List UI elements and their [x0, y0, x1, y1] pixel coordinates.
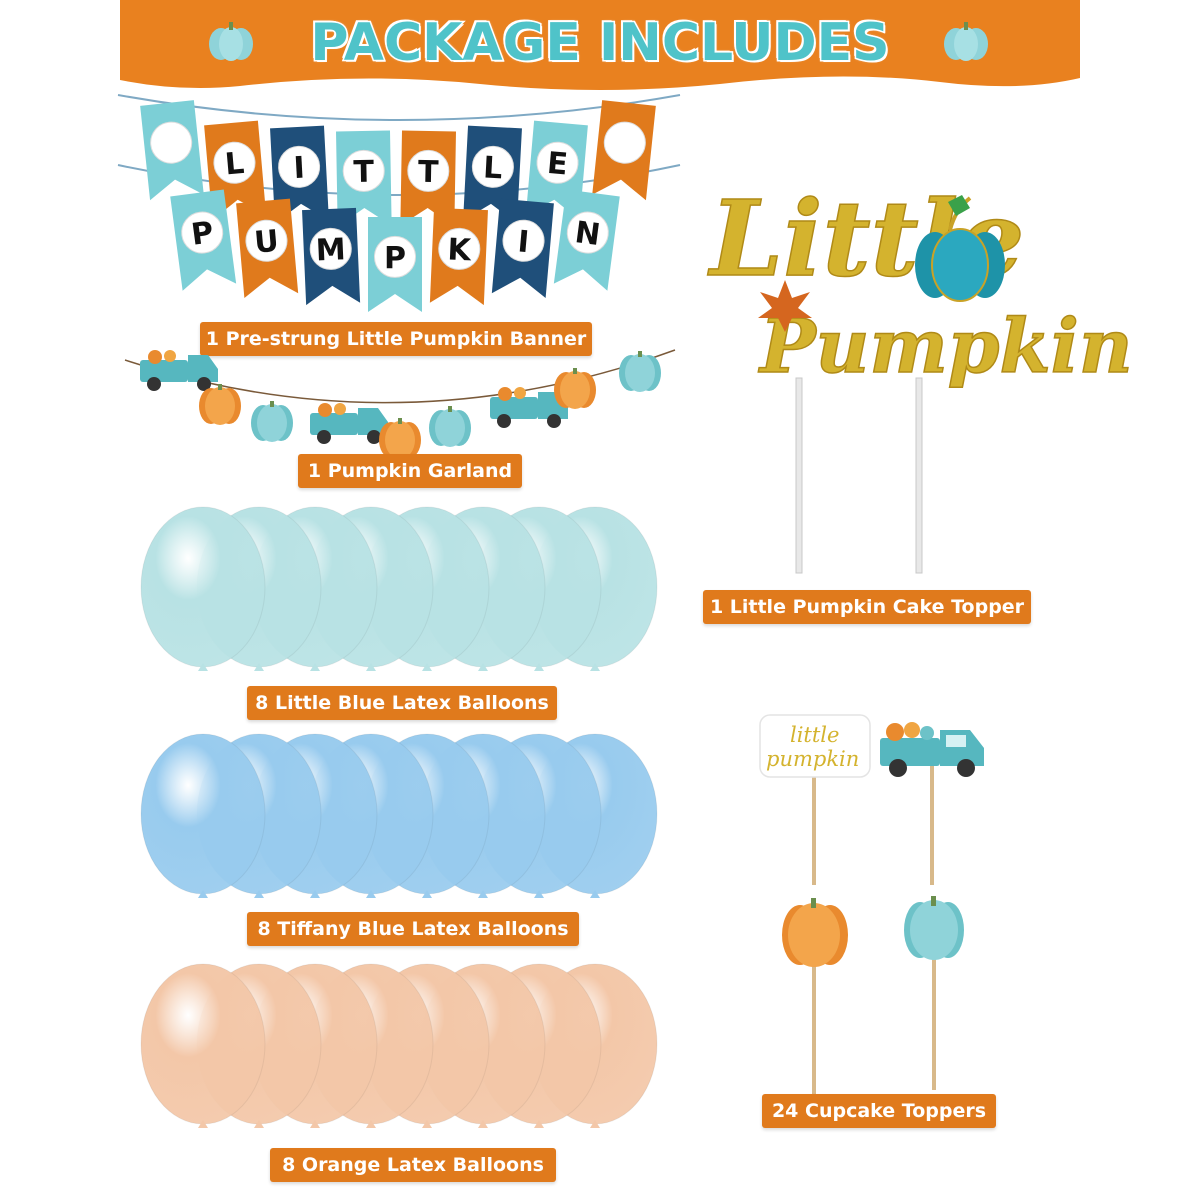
tiffany-blue-balloons [140, 733, 658, 898]
teal-pumpkin-icon [904, 896, 964, 960]
banner-letter: I [293, 151, 306, 187]
cake-topper: Little Pumpkin [706, 176, 1133, 574]
pickup-truck-icon [880, 722, 984, 777]
banner-letter: P [384, 241, 406, 276]
banner-letter: T [353, 155, 375, 190]
little-blue-balloons [140, 506, 658, 671]
teal-pumpkin-icon [944, 22, 988, 61]
banner-flag: L [463, 125, 522, 224]
garland-orange-pumpkin-icon [554, 368, 596, 409]
cupcake-toppers-label: 24 Cupcake Toppers [762, 1094, 996, 1128]
balloon-label-2: 8 Tiffany Blue Latex Balloons [247, 912, 579, 946]
banner-flag: M [302, 207, 361, 306]
banner-letter: P [189, 215, 215, 253]
banner-letter: N [573, 215, 602, 253]
cupcake-card-line2: pumpkin [766, 747, 859, 771]
banner-flag: T [336, 130, 392, 227]
balloon-label-1: 8 Little Blue Latex Balloons [247, 686, 557, 720]
banner-letter: L [482, 150, 503, 186]
cake-topper-label: 1 Little Pumpkin Cake Topper [703, 590, 1031, 624]
teal-pumpkin-icon [209, 22, 253, 61]
garland-teal-pumpkin-icon [619, 351, 661, 392]
page-title: PACKAGE INCLUDES [309, 12, 891, 75]
balloon [140, 963, 266, 1128]
header-ribbon [120, 0, 1080, 90]
banner-flag: P [170, 189, 237, 291]
garland-truck-icon [490, 387, 568, 428]
maple-leaf-icon [758, 280, 812, 332]
pumpkin-garland [124, 349, 676, 459]
garland-truck-icon [310, 403, 388, 444]
banner-flag: I [491, 198, 554, 298]
orange-pumpkin-icon [782, 898, 848, 967]
banner-flag: U [236, 198, 299, 298]
banner-flag: N [553, 189, 620, 291]
banner-letter: L [224, 146, 246, 183]
garland-teal-pumpkin-icon [429, 406, 471, 447]
cupcake-toppers: little pumpkin [759, 714, 984, 1110]
banner-letter: I [516, 224, 530, 260]
banner-flag-truck [140, 100, 204, 201]
banner-flag: I [270, 125, 329, 224]
banner-letter: E [546, 146, 569, 183]
banner-letter: U [253, 224, 280, 261]
glitter-pumpkin-icon [915, 195, 1005, 302]
balloon-label-3: 8 Orange Latex Balloons [270, 1148, 556, 1182]
cupcake-card-line1: little [790, 723, 839, 747]
garland-truck-icon [140, 350, 218, 391]
balloon [140, 506, 266, 671]
banner-label: 1 Pre-strung Little Pumpkin Banner [200, 322, 592, 356]
banner-letter: K [447, 232, 474, 268]
banner-letter: M [315, 232, 346, 268]
garland-label: 1 Pumpkin Garland [298, 454, 522, 488]
banner-letter: T [418, 155, 440, 190]
cake-topper-line2: Pumpkin [758, 304, 1133, 390]
banner-flag: T [400, 130, 456, 227]
banner-flag-truck [592, 100, 656, 201]
orange-balloons [140, 963, 658, 1128]
banner-flag: K [429, 207, 488, 306]
banner-flag: P [368, 217, 422, 312]
garland-teal-pumpkin-icon [251, 401, 293, 442]
balloon [140, 733, 266, 898]
garland-orange-pumpkin-icon [379, 418, 421, 459]
garland-orange-pumpkin-icon [199, 384, 241, 425]
